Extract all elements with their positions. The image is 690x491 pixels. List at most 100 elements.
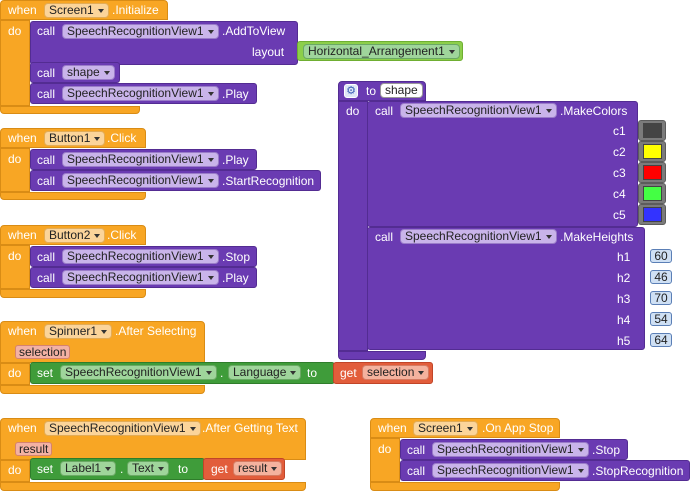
color-swatch-c1[interactable] bbox=[643, 123, 662, 138]
call-keyword: call bbox=[37, 87, 56, 101]
component-dropdown[interactable]: SpeechRecognitionView1 bbox=[62, 249, 219, 264]
param-label-h2: h2 bbox=[617, 271, 631, 285]
component-dropdown[interactable]: SpeechRecognitionView1 bbox=[44, 421, 201, 436]
procedure-dropdown[interactable]: shape bbox=[62, 65, 115, 80]
param-result[interactable]: result bbox=[15, 442, 53, 456]
do-keyword: do bbox=[8, 366, 22, 380]
call-keyword: call bbox=[37, 250, 56, 264]
variable-dropdown[interactable]: result bbox=[233, 461, 283, 476]
call-keyword: call bbox=[37, 66, 56, 80]
spinner1-dropdown[interactable]: Spinner1 bbox=[44, 324, 113, 339]
when-keyword: when bbox=[8, 3, 37, 17]
method-name: .MakeHeights bbox=[560, 230, 634, 244]
variable-dropdown[interactable]: selection bbox=[362, 365, 430, 380]
color-swatch-c3[interactable] bbox=[643, 165, 662, 180]
property-dropdown[interactable]: Language bbox=[228, 365, 302, 380]
event-body-spine bbox=[0, 460, 30, 482]
param-label-c5: c5 bbox=[613, 208, 626, 222]
call-makeheights-block[interactable] bbox=[367, 227, 645, 350]
param-label: layout bbox=[252, 45, 285, 59]
param-label-c2: c2 bbox=[613, 145, 626, 159]
event-footer bbox=[0, 192, 146, 200]
component-dropdown[interactable]: SpeechRecognitionView1 bbox=[62, 173, 219, 188]
event-footer bbox=[0, 482, 306, 491]
param-label-h4: h4 bbox=[617, 313, 631, 327]
method-name: .StopRecognition bbox=[592, 464, 684, 478]
call-keyword: call bbox=[37, 271, 56, 285]
event-name: .After Selecting bbox=[115, 324, 197, 338]
component-dropdown[interactable]: SpeechRecognitionView1 bbox=[400, 103, 557, 118]
color-swatch-c2[interactable] bbox=[643, 144, 662, 159]
procedure-name-field[interactable]: shape bbox=[380, 83, 423, 98]
param-label-c4: c4 bbox=[613, 187, 626, 201]
when-keyword: when bbox=[8, 131, 37, 145]
arrangement-dropdown[interactable]: Horizontal_Arrangement1 bbox=[303, 44, 460, 59]
component-dropdown[interactable]: SpeechRecognitionView1 bbox=[432, 463, 589, 478]
method-name: .Stop bbox=[592, 443, 621, 457]
call-keyword: call bbox=[37, 174, 56, 188]
screen1-dropdown[interactable]: Screen1 bbox=[44, 3, 109, 18]
when-keyword: when bbox=[8, 228, 37, 242]
screen1-dropdown[interactable]: Screen1 bbox=[413, 421, 478, 436]
color-swatch-c5[interactable] bbox=[643, 207, 662, 222]
param-label-c1: c1 bbox=[613, 124, 626, 138]
event-body-spine bbox=[370, 438, 400, 482]
param-label-c3: c3 bbox=[613, 166, 626, 180]
param-label-h1: h1 bbox=[617, 250, 631, 264]
call-keyword: call bbox=[37, 153, 56, 167]
call-keyword: call bbox=[407, 443, 426, 457]
number-h5[interactable]: 64 bbox=[650, 333, 672, 347]
do-keyword: do bbox=[346, 104, 360, 118]
call-keyword: call bbox=[37, 24, 56, 38]
procedure-body-spine bbox=[338, 101, 368, 351]
number-h2[interactable]: 46 bbox=[650, 270, 672, 284]
number-h4[interactable]: 54 bbox=[650, 312, 672, 326]
color-swatch-c4[interactable] bbox=[643, 186, 662, 201]
component-dropdown[interactable]: SpeechRecognitionView1 bbox=[62, 152, 219, 167]
param-selection[interactable]: selection bbox=[15, 345, 71, 359]
to-keyword: to bbox=[366, 84, 377, 98]
method-name: .AddToView bbox=[222, 24, 286, 38]
event-body-spine bbox=[0, 148, 30, 192]
component-dropdown[interactable]: SpeechRecognitionView1 bbox=[62, 24, 219, 39]
call-keyword: call bbox=[375, 230, 394, 244]
param-label-h5: h5 bbox=[617, 334, 631, 348]
component-dropdown[interactable]: SpeechRecognitionView1 bbox=[62, 270, 219, 285]
component-dropdown[interactable]: SpeechRecognitionView1 bbox=[60, 365, 217, 380]
number-h1[interactable]: 60 bbox=[650, 249, 672, 263]
method-name: .Play bbox=[222, 271, 249, 285]
button2-dropdown[interactable]: Button2 bbox=[44, 228, 106, 243]
component-dropdown[interactable]: SpeechRecognitionView1 bbox=[400, 229, 557, 244]
button1-dropdown[interactable]: Button1 bbox=[44, 131, 106, 146]
set-keyword: set bbox=[37, 462, 54, 476]
event-footer bbox=[0, 106, 140, 114]
method-name: .StartRecognition bbox=[222, 174, 315, 188]
dot-separator: . bbox=[220, 366, 224, 380]
method-name: .Play bbox=[222, 153, 249, 167]
do-keyword: do bbox=[8, 463, 22, 477]
event-name: .After Getting Text bbox=[202, 421, 298, 435]
event-name: .Click bbox=[107, 228, 137, 242]
call-keyword: call bbox=[375, 104, 394, 118]
method-name: .Stop bbox=[222, 250, 251, 264]
event-body-spine bbox=[0, 245, 30, 289]
get-keyword: get bbox=[211, 462, 228, 476]
do-keyword: do bbox=[8, 249, 22, 263]
when-keyword: when bbox=[378, 421, 407, 435]
component-dropdown[interactable]: SpeechRecognitionView1 bbox=[62, 86, 219, 101]
do-keyword: do bbox=[378, 442, 392, 456]
number-h3[interactable]: 70 bbox=[650, 291, 672, 305]
label1-dropdown[interactable]: Label1 bbox=[60, 461, 117, 476]
gear-icon[interactable]: ⚙ bbox=[344, 84, 358, 98]
param-label-h3: h3 bbox=[617, 292, 631, 306]
call-makecolors-block[interactable] bbox=[367, 101, 638, 227]
do-keyword: do bbox=[8, 152, 22, 166]
event-body-spine bbox=[0, 20, 30, 106]
method-name: .Play bbox=[222, 87, 249, 101]
do-keyword: do bbox=[8, 24, 22, 38]
get-keyword: get bbox=[340, 366, 357, 380]
event-footer bbox=[0, 385, 205, 394]
property-dropdown[interactable]: Text bbox=[127, 461, 170, 476]
dot-separator: . bbox=[120, 462, 124, 476]
component-dropdown[interactable]: SpeechRecognitionView1 bbox=[432, 442, 589, 457]
